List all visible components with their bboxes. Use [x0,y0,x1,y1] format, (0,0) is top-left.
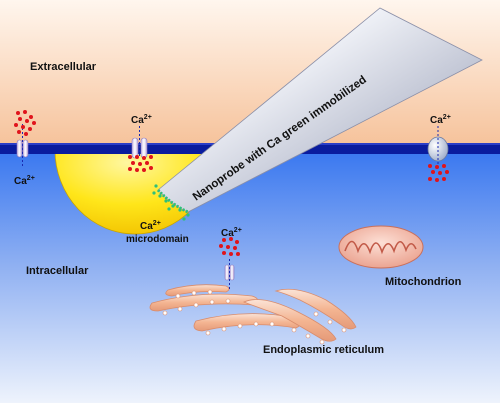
ca-label-center: Ca2+ [131,114,152,126]
calcium-ions-er [219,237,240,256]
endoplasmic-reticulum [149,284,357,342]
intracellular-label: Intracellular [26,265,89,277]
nanoprobe [152,7,483,221]
extracellular-label: Extracellular [30,61,97,73]
ion-base-center: Ca [131,115,144,126]
calcium-pump-right [427,126,449,166]
calcium-ions-left [14,110,36,136]
ion-base-left: Ca [14,176,27,187]
ion-charge-left: 2+ [27,175,35,182]
channel-left [16,124,29,168]
calcium-ions-center [128,155,153,172]
channel-center [131,126,148,159]
microdomain-label-line2: microdomain [126,234,189,245]
ion-charge-center: 2+ [144,114,152,121]
probe-dye-molecules [152,184,190,221]
ca-label-er: Ca2+ [221,227,242,239]
ion-base-right: Ca [430,115,443,126]
ion-charge-er: 2+ [234,227,242,234]
ion-charge-right: 2+ [443,114,451,121]
ion-base-er: Ca [221,228,234,239]
calcium-ions-right [428,164,449,182]
microdomain-charge: 2+ [153,220,161,227]
mitochondrion-label: Mitochondrion [385,276,462,288]
microdomain-ca: Ca [140,221,153,232]
er-channel [224,259,235,290]
ca-label-left: Ca2+ [14,175,35,187]
ca-label-right: Ca2+ [430,114,451,126]
er-ribosomes [162,289,347,345]
microdomain-label-line1: Ca2+ [140,220,161,232]
er-label: Endoplasmic reticulum [263,344,384,356]
mitochondrion [338,225,424,269]
